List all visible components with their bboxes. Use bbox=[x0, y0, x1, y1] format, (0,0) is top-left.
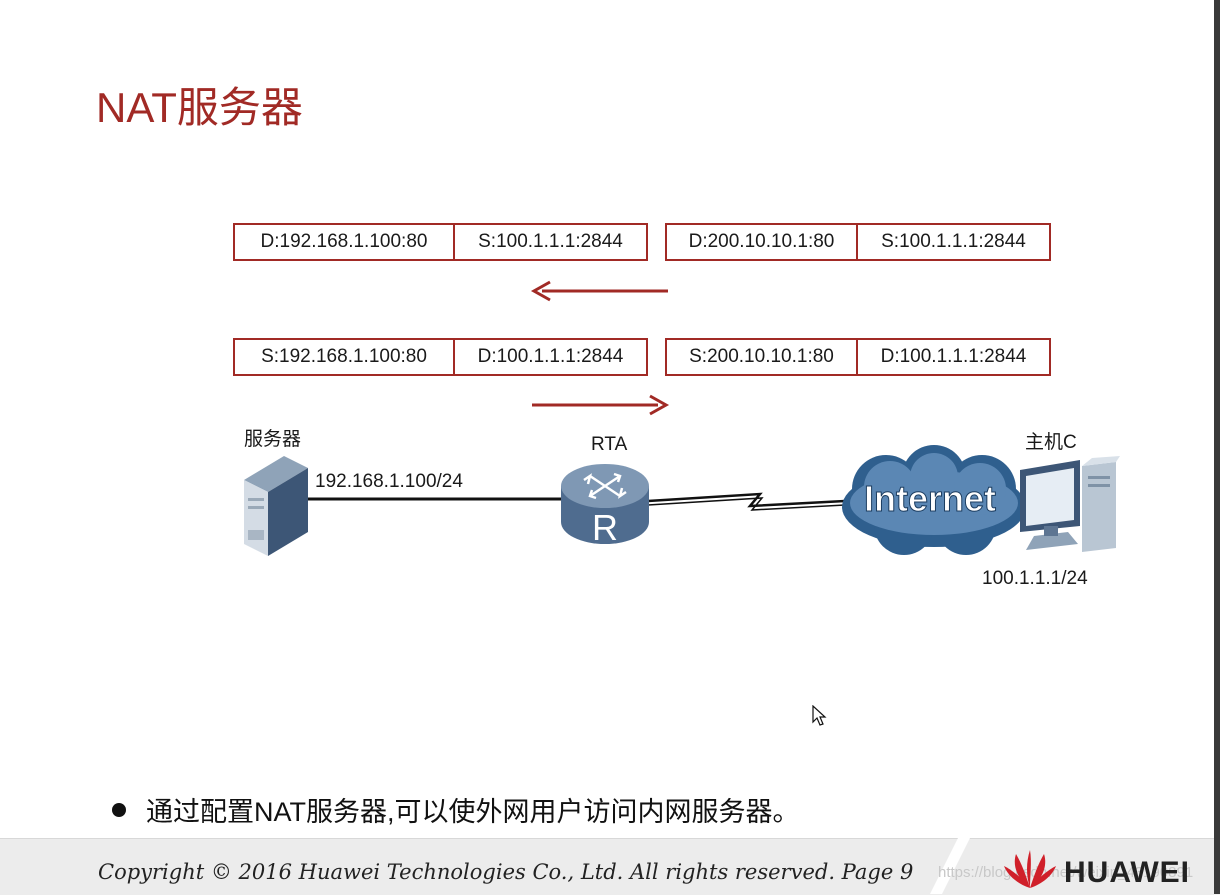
arrow-right-icon bbox=[532, 394, 670, 416]
footer-bar bbox=[0, 838, 1214, 895]
server-label: 服务器 bbox=[244, 429, 302, 450]
watermark-text: https://blog.csdn.net/weixin_43190891 bbox=[938, 864, 1194, 881]
mouse-cursor-icon bbox=[812, 705, 827, 726]
packet-field: S:100.1.1.1:2844 bbox=[858, 223, 1051, 261]
host-ip: 100.1.1.1/24 bbox=[982, 568, 1088, 589]
server-ip: 192.168.1.100/24 bbox=[315, 471, 463, 492]
brand-text: HUAWEI bbox=[1064, 856, 1190, 889]
packet-field: S:100.1.1.1:2844 bbox=[455, 223, 648, 261]
packet-bottom-outside: S:200.10.10.1:80 D:100.1.1.1:2844 bbox=[665, 338, 1051, 376]
footer-divider bbox=[930, 838, 970, 894]
bullet-dot-icon bbox=[112, 802, 126, 817]
server-icon bbox=[244, 456, 308, 556]
packet-field: D:100.1.1.1:2844 bbox=[455, 338, 648, 376]
huawei-logo-icon bbox=[1004, 850, 1056, 888]
copyright-text: Copyright © 2016 Huawei Technologies Co.… bbox=[98, 860, 914, 884]
computer-icon bbox=[1020, 456, 1120, 552]
packet-field: S:192.168.1.100:80 bbox=[233, 338, 455, 376]
packet-top-inside: D:192.168.1.100:80 S:100.1.1.1:2844 bbox=[233, 223, 648, 261]
bullet-text: 通过配置NAT服务器,可以使外网用户访问内网服务器。 bbox=[146, 797, 800, 827]
page-title: NAT服务器 bbox=[96, 84, 303, 131]
internet-cloud-icon: Internet bbox=[842, 445, 1026, 555]
bullet-point: 通过配置NAT服务器,可以使外网用户访问内网服务器。 bbox=[112, 790, 800, 829]
arrow-left-icon bbox=[530, 280, 668, 302]
host-label: 主机C bbox=[1025, 432, 1077, 453]
packet-field: D:192.168.1.100:80 bbox=[233, 223, 455, 261]
router-letter: R bbox=[592, 507, 618, 548]
packet-top-outside: D:200.10.10.1:80 S:100.1.1.1:2844 bbox=[665, 223, 1051, 261]
packet-field: S:200.10.10.1:80 bbox=[665, 338, 858, 376]
router-icon: R bbox=[561, 464, 649, 548]
serial-link-icon bbox=[647, 492, 846, 508]
packet-field: D:100.1.1.1:2844 bbox=[858, 338, 1051, 376]
packet-field: D:200.10.10.1:80 bbox=[665, 223, 858, 261]
window-border bbox=[1214, 0, 1220, 894]
router-label: RTA bbox=[591, 434, 628, 455]
cloud-label: Internet bbox=[864, 478, 996, 519]
packet-bottom-inside: S:192.168.1.100:80 D:100.1.1.1:2844 bbox=[233, 338, 648, 376]
